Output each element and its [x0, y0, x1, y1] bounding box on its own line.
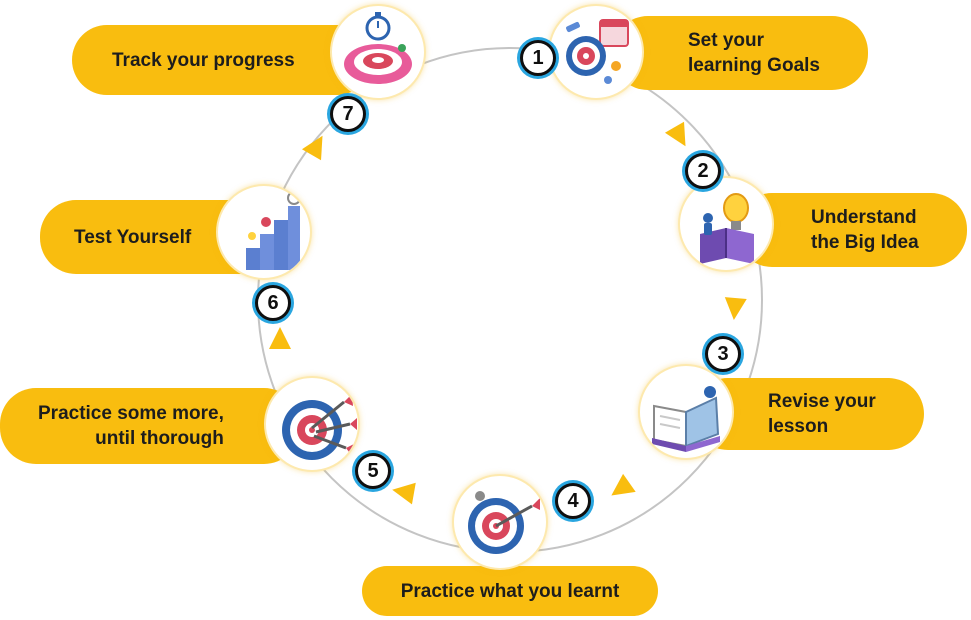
step-3-label-line1: Revise your: [768, 391, 876, 412]
flow-arrow-1-2: [664, 121, 686, 147]
lightbulb-book-icon: [678, 176, 774, 272]
step-7-number: 7: [330, 96, 366, 132]
step-7-pill: Track your progress: [72, 25, 372, 95]
step-1-number: 1: [520, 40, 556, 76]
stopwatch-target-icon: [330, 4, 426, 100]
step-5-pill: Practice some more, until thorough: [0, 388, 300, 464]
flow-arrow-2-3: [724, 297, 747, 320]
step-3-number: 3: [705, 336, 741, 372]
step-3-label-line2: lesson: [768, 416, 829, 437]
flow-arrow-6-7: [301, 135, 323, 161]
flow-arrow-3-4: [611, 473, 636, 496]
step-1-pill: Set your learning Goals: [612, 16, 868, 90]
target-dart-icon: [452, 474, 548, 570]
step-5-number: 5: [355, 453, 391, 489]
target-calendar-icon: [548, 4, 644, 100]
step-7-label: Track your progress: [112, 49, 295, 71]
staircase-icon: [216, 184, 312, 280]
step-6-number: 6: [255, 285, 291, 321]
step-2-pill: Understand the Big Idea: [736, 193, 967, 267]
step-2-number: 2: [685, 153, 721, 189]
step-4-pill: Practice what you learnt: [362, 566, 658, 616]
flow-arrow-4-5: [392, 482, 416, 505]
target-multiple-darts-icon: [264, 376, 360, 472]
flow-arrow-5-6: [269, 327, 291, 349]
step-4-label: Practice what you learnt: [400, 580, 620, 602]
step-1-label-line2: learning Goals: [688, 55, 820, 76]
step-4-number: 4: [555, 483, 591, 519]
step-2-label-line2: the Big Idea: [811, 232, 919, 253]
step-1-label-line1: Set your: [688, 30, 765, 51]
step-5-label-line2: until thorough: [95, 428, 224, 449]
step-2-label-line1: Understand: [811, 207, 917, 228]
open-book-icon: [638, 364, 734, 460]
step-5-label-line1: Practice some more,: [38, 403, 224, 424]
step-6-label: Test Yourself: [74, 226, 192, 248]
